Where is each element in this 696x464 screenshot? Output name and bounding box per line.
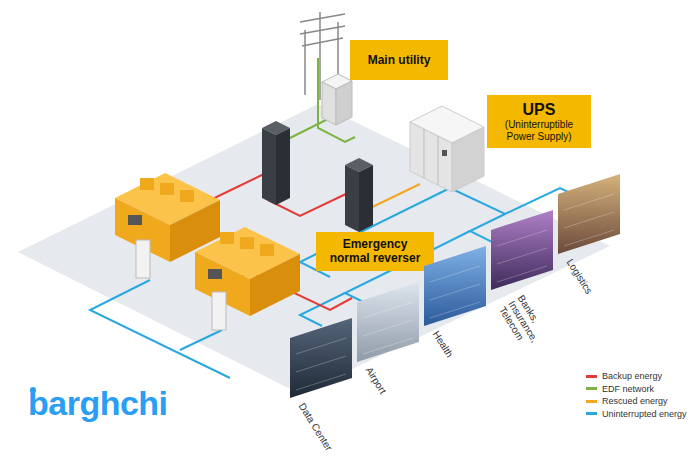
sector-label: Data Center [297, 401, 335, 453]
sector-label: Logistics [565, 257, 595, 296]
sector-panel: Airport [357, 282, 419, 362]
sector-label: Banks, Insurance, Telecom [497, 293, 555, 358]
legend-item: Rescued energy [586, 395, 687, 408]
label-box: Emergency normal reverser [316, 232, 434, 271]
sector-panel: Data Center [290, 318, 352, 398]
legend-swatch [586, 387, 597, 390]
legend-swatch [586, 412, 597, 415]
utility-cabinet [322, 74, 352, 125]
generator [115, 173, 300, 316]
transfer-box [136, 240, 226, 330]
sector-label: Health [431, 329, 456, 359]
green-wires [290, 58, 355, 142]
sector-panel: Banks, Insurance, Telecom [491, 210, 553, 290]
sector-image [290, 318, 352, 398]
legend-item: Uninterrupted energy [586, 408, 687, 421]
legend-swatch [586, 375, 597, 378]
sector-panel: Health [424, 246, 486, 326]
sector-label: Airport [364, 365, 389, 396]
box-title: Emergency normal reverser [322, 237, 428, 266]
sector-panel: Logistics [558, 174, 620, 254]
legend-item: Backup energy [586, 370, 687, 383]
ups-cabinet [410, 106, 484, 192]
legend-item: EDF network [586, 383, 687, 396]
watermark-logo: barghchi [28, 384, 168, 423]
legend-text: Backup energy [602, 371, 662, 381]
sector-image [558, 174, 620, 254]
box-title: Main utility [356, 53, 442, 67]
sector-image [491, 210, 553, 290]
legend-text: Uninterrupted energy [602, 409, 687, 419]
sector-image [424, 246, 486, 326]
legend-swatch [586, 400, 597, 403]
box-title: UPS [493, 100, 585, 119]
legend: Backup energyEDF networkRescued energyUn… [586, 370, 687, 420]
box-subtitle: (Uninterruptible Power Supply) [493, 119, 585, 143]
switch-cabinet [262, 121, 373, 232]
label-box: UPS(Uninterruptible Power Supply) [487, 95, 591, 148]
sector-image [357, 282, 419, 362]
legend-text: Rescued energy [602, 396, 668, 406]
legend-text: EDF network [602, 384, 654, 394]
label-box: Main utility [350, 40, 448, 80]
